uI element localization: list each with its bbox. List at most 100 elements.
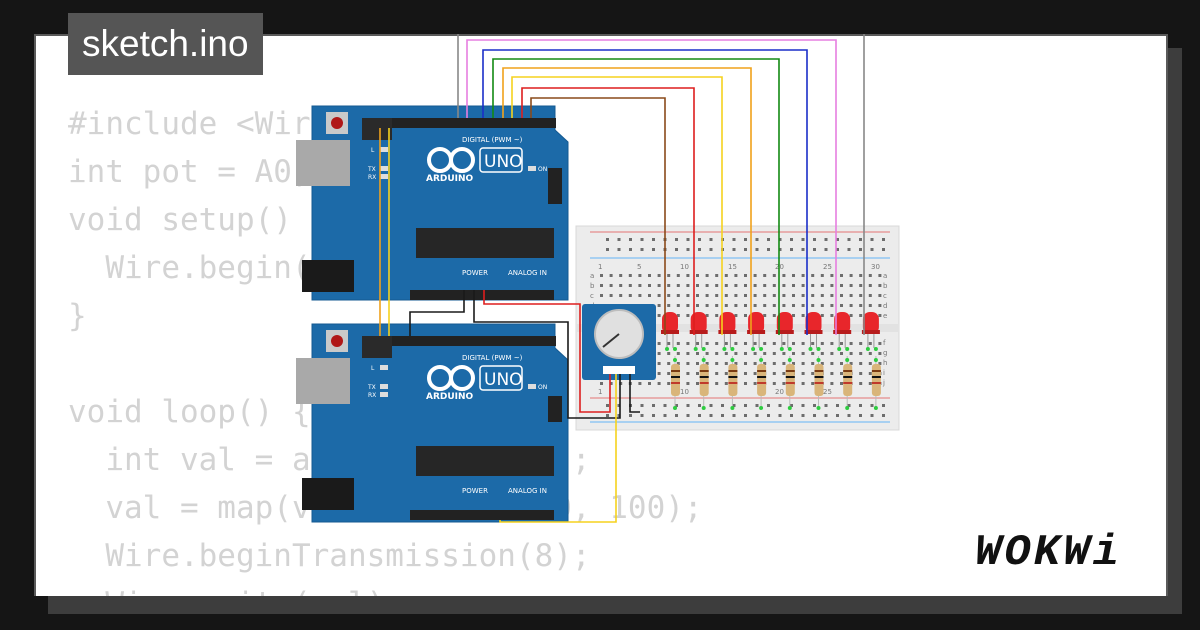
on-label: ON: [538, 384, 547, 391]
bb-hole: [830, 314, 834, 317]
bb-hole: [840, 304, 843, 307]
bb-hole: [772, 294, 776, 297]
bb-hole: [830, 304, 834, 307]
bb-hole: [744, 414, 747, 417]
bb-hole: [734, 342, 738, 345]
analog-header-label: ANALOG IN: [508, 269, 547, 277]
bb-hole: [868, 352, 872, 355]
bb-hole: [619, 284, 623, 287]
bb-hole: [820, 362, 824, 365]
bb-hole: [763, 314, 767, 317]
bb-hole: [868, 372, 872, 375]
bb-hole: [847, 248, 851, 251]
bb-hole: [778, 414, 782, 417]
bb-hole: [744, 342, 747, 345]
bb-hole: [657, 372, 661, 375]
bb-hole: [820, 314, 824, 317]
bb-hole: [753, 382, 757, 385]
bb-hole: [859, 238, 862, 241]
bb-hole: [859, 362, 863, 365]
bb-hole: [790, 414, 793, 417]
bb-hole: [724, 362, 728, 365]
bb-hole: [744, 284, 747, 287]
bb-hole: [763, 274, 767, 277]
bb-hole: [830, 342, 834, 345]
bb-hole: [801, 414, 805, 417]
bb-hole: [732, 238, 736, 241]
bb-hole: [696, 382, 699, 385]
bb-hole: [882, 404, 885, 407]
file-tab[interactable]: sketch.ino: [68, 13, 263, 75]
bb-hole: [824, 238, 828, 241]
bb-hole: [744, 404, 747, 407]
bb-hole: [667, 352, 671, 355]
bb-hole: [849, 342, 853, 345]
bb-hole: [782, 352, 786, 355]
bb-hole: [640, 238, 644, 241]
bb-hole: [801, 248, 805, 251]
bb-hole: [820, 352, 824, 355]
bb-hole: [657, 284, 661, 287]
bb-hole: [790, 238, 793, 241]
bb-hole: [830, 284, 834, 287]
bb-hole: [801, 404, 805, 407]
bb-hole: [657, 362, 661, 365]
analog-header-label: ANALOG IN: [508, 487, 547, 495]
bb-col-number: 25: [823, 263, 832, 271]
bb-hole: [619, 274, 623, 277]
bb-hole: [840, 274, 843, 277]
bb-hole: [638, 382, 642, 385]
bb-col-number: 1: [598, 263, 602, 271]
bb-hole: [609, 284, 613, 287]
bb-col-number: 10: [680, 388, 689, 396]
bb-hole: [696, 342, 699, 345]
bb-hole: [755, 248, 759, 251]
bb-hole: [772, 274, 776, 277]
bb-hole: [813, 404, 816, 407]
bb-hole: [792, 284, 795, 287]
bb-hole: [744, 248, 747, 251]
bb-hole: [652, 414, 655, 417]
bb-hole: [698, 404, 701, 407]
bb-hole: [840, 372, 843, 375]
board-brand: ARDUINO: [426, 174, 474, 184]
on-label: ON: [538, 166, 547, 173]
bb-hole: [686, 372, 690, 375]
bb-hole: [868, 274, 872, 277]
bb-hole: [847, 414, 851, 417]
reset-button: [331, 117, 343, 129]
bb-hole: [609, 382, 613, 385]
bb-hole: [734, 294, 738, 297]
usb-port: [296, 358, 350, 404]
bb-hole: [609, 294, 613, 297]
bb-hole: [801, 342, 805, 345]
bb-hole: [705, 284, 709, 287]
bb-hole: [744, 274, 747, 277]
bb-hole: [676, 314, 680, 317]
bb-hole: [617, 404, 621, 407]
bb-row-letter: c: [883, 292, 887, 300]
bb-col-number: 1: [598, 388, 602, 396]
rx-label: RX: [368, 392, 376, 399]
bb-hole: [772, 314, 776, 317]
bb-hole: [657, 382, 661, 385]
bb-hole: [676, 342, 680, 345]
bb-hole: [617, 414, 621, 417]
arduino-top: UNO ARDUINO DIGITAL (PWM ~) POWER ANALOG…: [296, 105, 569, 301]
bb-hole: [763, 362, 767, 365]
bb-hole: [870, 238, 874, 241]
code-line: void loop() {: [68, 394, 311, 430]
bb-hole: [705, 362, 709, 365]
bb-hole: [686, 314, 690, 317]
bb-hole: [878, 294, 882, 297]
code-line: }: [68, 298, 87, 334]
bb-hole: [657, 274, 661, 277]
bb-hole: [753, 284, 757, 287]
l-label: L: [371, 365, 375, 372]
bb-hole: [609, 274, 613, 277]
bb-hole: [811, 294, 815, 297]
tx-label: TX: [367, 384, 376, 391]
bb-hole: [724, 294, 728, 297]
led: [747, 312, 767, 410]
bb-hole: [811, 284, 815, 287]
